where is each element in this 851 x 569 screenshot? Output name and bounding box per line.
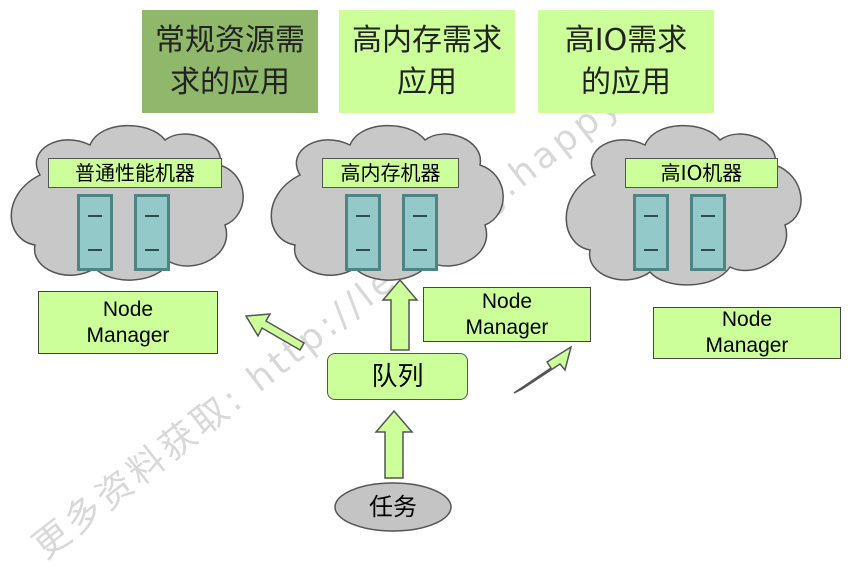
node-manager-high-io-line2: Manager [705, 334, 789, 357]
app-box-high-memory: 高内存需求应用 [339, 10, 515, 113]
server-high-io-2 [690, 194, 726, 271]
server-regular-1 [77, 194, 113, 271]
node-manager-regular-line2: Manager [86, 323, 170, 347]
server-high-memory-2 [402, 194, 438, 271]
node-manager-high-memory-line2: Manager [465, 315, 549, 339]
node-manager-high-io-line1: Node [721, 308, 773, 331]
server-high-io-1 [633, 194, 669, 271]
arrow-to-high-io [513, 345, 573, 394]
node-manager-high-io: Node Manager [653, 307, 841, 359]
app-box-high-io-line1: 高IO需求 [564, 22, 688, 58]
app-box-high-memory-line2: 应用 [397, 64, 457, 100]
node-manager-high-memory: Node Manager [423, 287, 591, 342]
arrow-to-high-memory [381, 278, 419, 351]
task-label: 任务 [369, 493, 417, 521]
node-manager-regular: Node Manager [38, 291, 218, 354]
app-box-regular-line1: 常规资源需 [155, 22, 305, 58]
task-oval [334, 482, 452, 532]
server-high-memory-1 [345, 194, 381, 271]
machine-label-high-io: 高IO机器 [625, 158, 778, 188]
cloud-regular [10, 124, 244, 281]
app-box-high-io-line2: 的应用 [581, 64, 671, 100]
machine-label-regular: 普通性能机器 [48, 158, 222, 188]
arrow-task-to-queue [374, 409, 414, 479]
app-box-regular-line2: 求的应用 [170, 64, 290, 100]
app-box-regular: 常规资源需求的应用 [142, 10, 318, 113]
arrow-to-regular [244, 313, 306, 352]
app-box-high-memory-line1: 高内存需求 [352, 22, 502, 58]
machine-label-high-memory: 高内存机器 [322, 158, 459, 188]
node-manager-high-memory-line1: Node [481, 289, 533, 313]
cloud-high-memory [270, 124, 504, 281]
server-regular-2 [134, 194, 170, 271]
node-manager-regular-line1: Node [102, 297, 154, 321]
queue-box: 队列 [327, 353, 468, 400]
cloud-high-io [565, 124, 802, 286]
app-box-high-io: 高IO需求的应用 [538, 10, 714, 113]
